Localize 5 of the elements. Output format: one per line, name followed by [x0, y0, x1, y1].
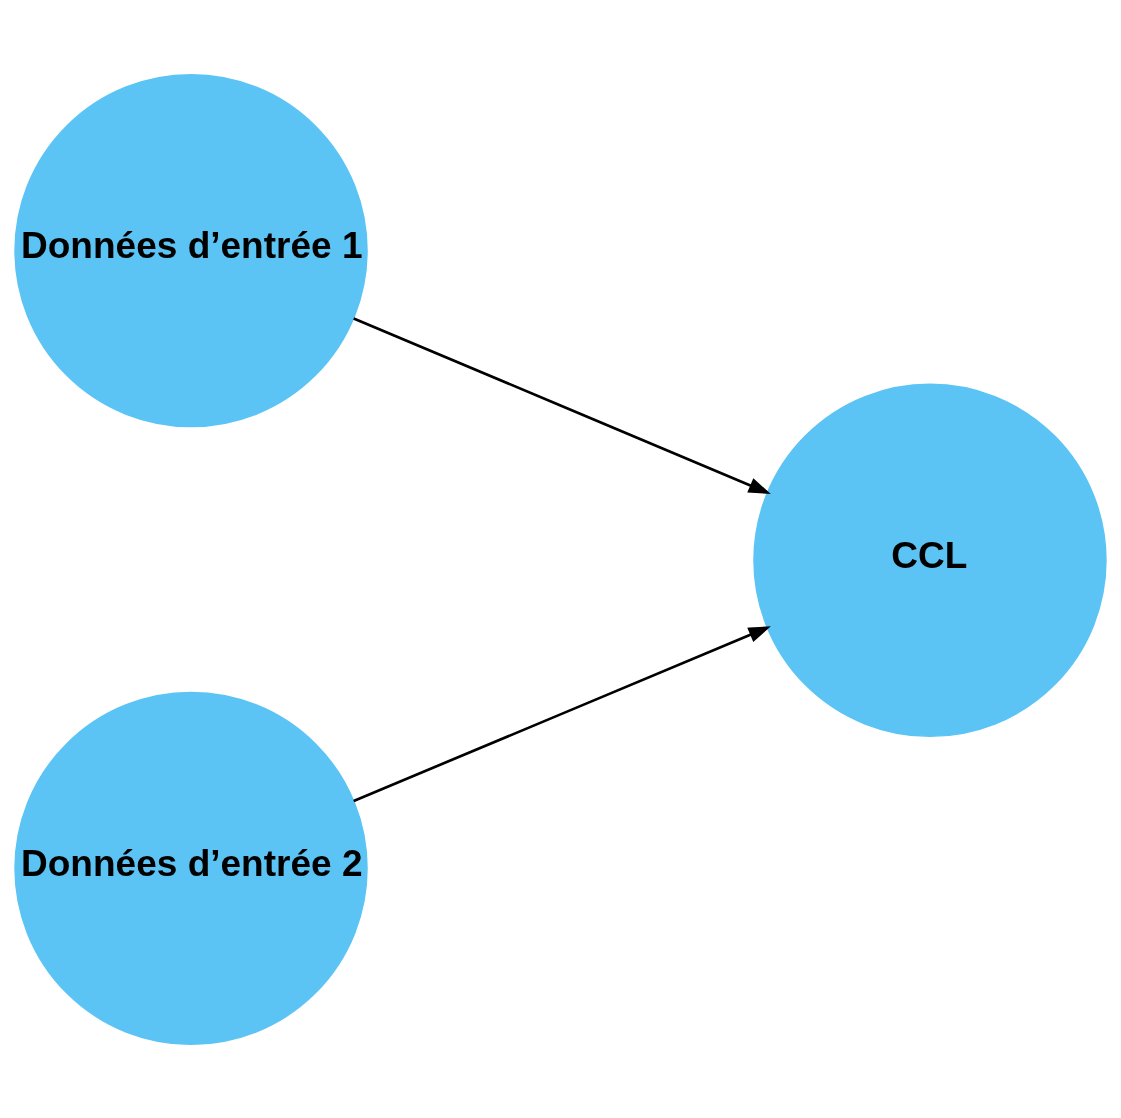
arrow — [353, 625, 771, 802]
node-circle: CCL — [753, 383, 1107, 737]
node-circle: Données d’entrée 2 — [14, 691, 368, 1045]
node-circle: Données d’entrée 1 — [14, 73, 368, 427]
arrow — [353, 316, 771, 494]
